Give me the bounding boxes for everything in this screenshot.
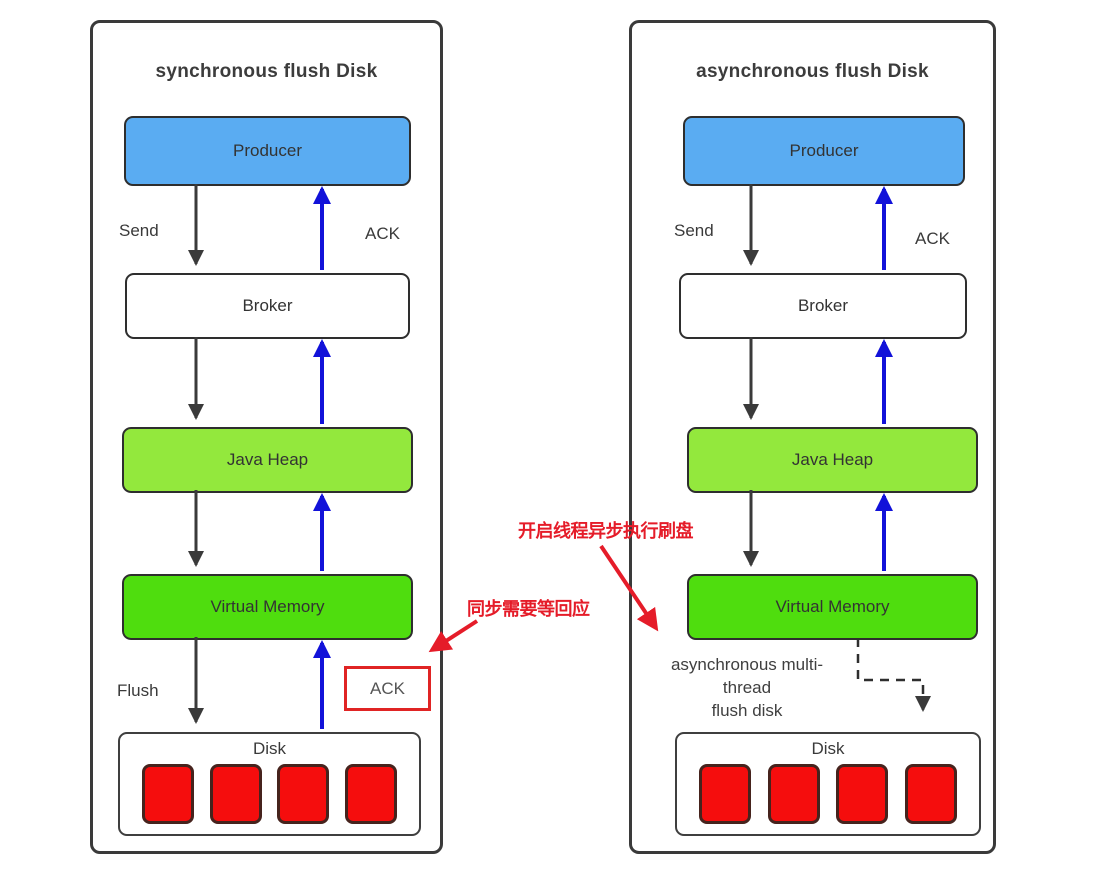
- async-panel-title: asynchronous flush Disk: [696, 61, 929, 82]
- async-java-heap-box: Java Heap: [687, 427, 978, 493]
- async-virtual-memory-label: Virtual Memory: [775, 597, 890, 616]
- sync-java-heap-label: Java Heap: [226, 450, 309, 469]
- sync-disk-blocks: [120, 759, 419, 834]
- disk-block: [699, 763, 752, 824]
- async-java-heap-label: Java Heap: [791, 450, 874, 469]
- sync-ack-label: ACK: [365, 224, 400, 243]
- async-flush-note-line1: asynchronous multi-: [670, 655, 824, 674]
- sync-producer-label: Producer: [233, 141, 302, 160]
- sync-ack-highlight-label: ACK: [370, 678, 405, 698]
- sync-disk-label: Disk: [252, 739, 287, 758]
- disk-block: [904, 763, 957, 824]
- async-virtual-memory-box: Virtual Memory: [687, 574, 978, 640]
- sync-virtual-memory-label: Virtual Memory: [210, 597, 325, 616]
- disk-block: [345, 763, 398, 824]
- async-flush-panel: asynchronous flush Disk Producer Send AC…: [629, 20, 996, 854]
- sync-panel-title: synchronous flush Disk: [155, 61, 378, 82]
- async-broker-box: Broker: [679, 273, 967, 339]
- async-flush-note-line3: flush disk: [711, 701, 783, 720]
- sync-producer-box: Producer: [124, 116, 411, 186]
- async-producer-label: Producer: [789, 141, 859, 160]
- async-disk-box: Disk: [675, 732, 981, 836]
- disk-block: [836, 763, 889, 824]
- disk-block: [141, 763, 194, 824]
- sync-disk-box: Disk: [118, 732, 421, 836]
- sync-send-label: Send: [119, 221, 159, 240]
- sync-ack-highlight-box: ACK: [344, 666, 431, 711]
- async-flush-note-line2: thread: [722, 678, 772, 697]
- async-disk-label: Disk: [811, 739, 845, 758]
- async-send-label: Send: [674, 221, 714, 240]
- disk-block: [277, 763, 330, 824]
- sync-annotation-text: 同步需要等回应: [467, 599, 590, 619]
- disk-block: [209, 763, 262, 824]
- sync-flush-panel: synchronous flush Disk Producer Send ACK…: [90, 20, 443, 854]
- async-flush-note: asynchronous multi- thread flush disk: [650, 653, 844, 722]
- sync-broker-box: Broker: [125, 273, 410, 339]
- async-producer-box: Producer: [683, 116, 965, 186]
- sync-virtual-memory-box: Virtual Memory: [122, 574, 413, 640]
- async-ack-label: ACK: [915, 229, 950, 248]
- async-annotation-text: 开启线程异步执行刷盘: [518, 521, 694, 541]
- async-broker-label: Broker: [797, 296, 849, 315]
- sync-broker-label: Broker: [242, 296, 293, 315]
- async-disk-blocks: [677, 759, 979, 834]
- disk-block: [767, 763, 820, 824]
- sync-flush-label: Flush: [117, 681, 159, 700]
- sync-java-heap-box: Java Heap: [122, 427, 413, 493]
